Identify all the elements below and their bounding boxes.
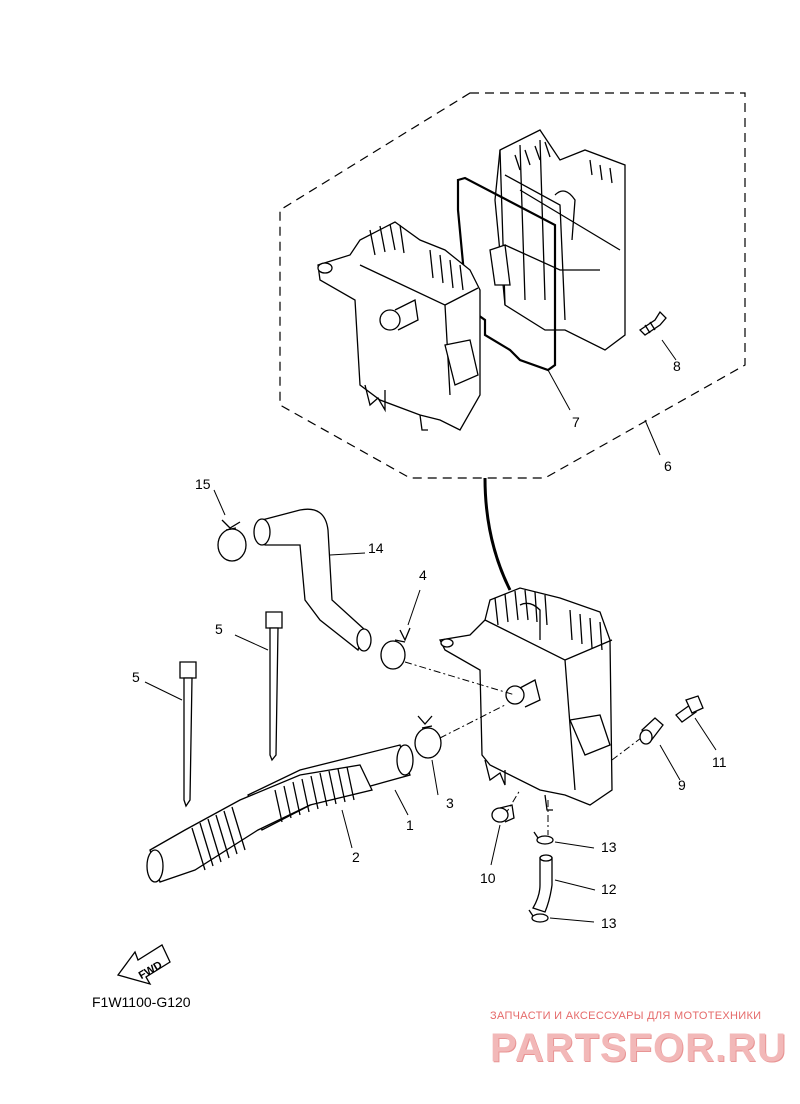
leader-lines-upper: [547, 339, 677, 456]
callout-5-right: 5: [215, 621, 223, 637]
screw-8: [638, 310, 667, 336]
callout-15: 15: [195, 476, 211, 492]
fwd-arrow-icon: FWD: [116, 944, 171, 986]
callout-5-left: 5: [132, 669, 140, 685]
callout-8: 8: [673, 358, 681, 374]
cover-assembly: [439, 587, 613, 811]
cable-tie-left: [179, 661, 197, 808]
callout-10: 10: [480, 870, 496, 886]
hose-14: [253, 508, 372, 652]
callout-7: 7: [572, 414, 580, 430]
callout-14: 14: [368, 540, 384, 556]
callout-6: 6: [664, 458, 672, 474]
callout-11: 11: [712, 754, 727, 770]
clip-15: [217, 519, 247, 562]
hose-2: [146, 764, 373, 883]
cable-tie-right: [265, 611, 283, 762]
watermark-tagline: ЗАПЧАСТИ И АКСЕССУАРЫ ДЛЯ МОТОТЕХНИКИ: [490, 1010, 762, 1022]
watermark-logo: PARTSFOR.RU: [490, 1026, 787, 1070]
leader-lines-lower: [144, 489, 717, 923]
plug-10: [491, 804, 515, 823]
bolt-11: [675, 695, 704, 723]
clamp-13-lower: [528, 909, 549, 923]
callout-2: 2: [352, 849, 360, 865]
alignment-lines: [404, 661, 646, 835]
assembly-arrow: [483, 477, 512, 591]
callout-9: 9: [678, 777, 686, 793]
callout-1: 1: [406, 817, 414, 833]
callout-13-upper: 13: [601, 839, 617, 855]
assembly-outline: [279, 92, 746, 479]
callout-12: 12: [601, 881, 617, 897]
callout-3: 3: [446, 795, 454, 811]
hose-12: [532, 854, 553, 913]
callout-4: 4: [419, 567, 427, 583]
cover-front: [317, 221, 481, 431]
callout-13-lower: 13: [601, 915, 617, 931]
housing-rear: [489, 129, 626, 351]
clip-3: [414, 715, 442, 759]
grommet-9: [639, 717, 664, 745]
diagram-code: F1W1100-G120: [92, 994, 191, 1010]
clip-4: [380, 627, 411, 670]
clamp-13-upper: [533, 831, 554, 845]
